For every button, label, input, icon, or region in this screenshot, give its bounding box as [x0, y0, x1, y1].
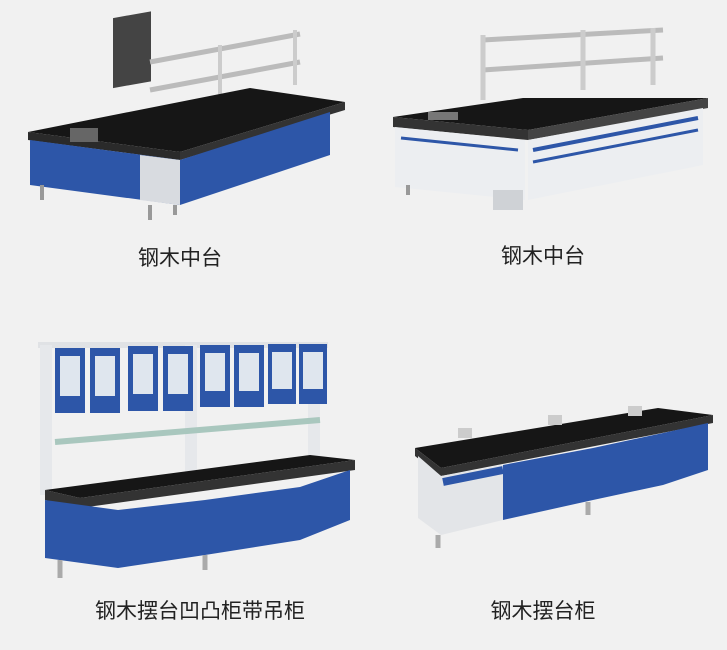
product-caption: 钢木摆台凹凸柜带吊柜 [95, 599, 305, 623]
product-caption: 钢木摆台柜 [490, 599, 596, 623]
product-card-steel-wood-center-bench-1[interactable]: 钢木中台 [0, 0, 363, 290]
product-image-center-bench-2 [393, 27, 708, 210]
product-image-bench-with-wall-cabinets [38, 342, 355, 578]
product-image-center-bench-1 [28, 11, 345, 220]
product-card-steel-wood-bench-cabinet[interactable]: 钢木摆台柜 [363, 320, 727, 650]
product-caption: 钢木中台 [501, 244, 585, 268]
product-card-steel-wood-center-bench-2[interactable]: 钢木中台 [363, 0, 727, 290]
product-caption: 钢木中台 [138, 246, 222, 270]
product-image-bench-cabinet [415, 406, 713, 548]
product-card-bench-with-wall-cabinets[interactable]: 钢木摆台凹凸柜带吊柜 [0, 320, 363, 650]
